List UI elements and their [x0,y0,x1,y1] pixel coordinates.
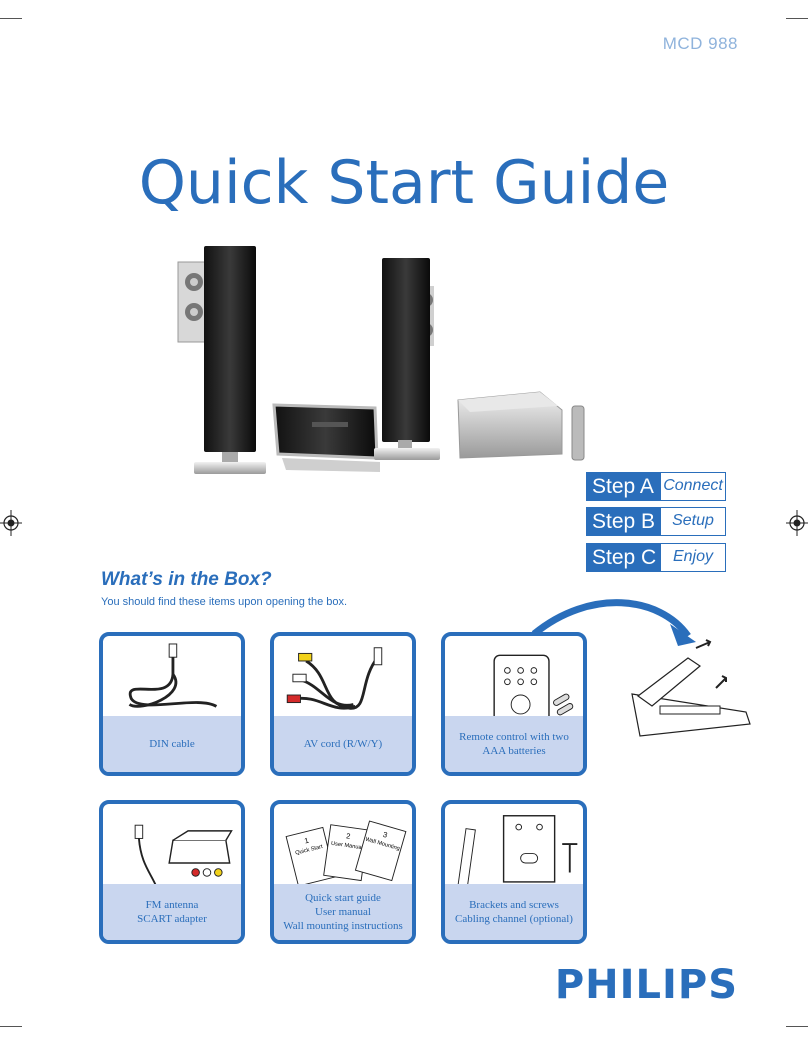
caption-line: AV cord (R/W/Y) [303,738,383,750]
caption-line: Wall mounting instructions [283,920,403,932]
step-a-label: Step A [586,472,660,501]
caption-line: AAA batteries [482,745,546,757]
product-photo [177,246,585,474]
item-card-fm-scart: FM antenna SCART adapter [99,800,245,944]
manual-title: User Manual [331,841,364,851]
manuals-icon: 1 Quick Start 2 User Manual 3 Wall Mount… [285,820,407,887]
step-b: Step B Setup [586,507,726,536]
item-caption: Brackets and screws Cabling channel (opt… [445,884,583,940]
step-c-label: Step C [586,543,660,572]
step-c-value: Enjoy [660,543,726,572]
item-card-av-cord: AV cord (R/W/Y) [270,632,416,776]
item-card-din-cable: DIN cable [99,632,245,776]
crop-mark [0,1026,22,1027]
caption-line: FM antenna [145,899,199,911]
item-caption: AV cord (R/W/Y) [274,716,412,772]
step-b-value: Setup [660,507,726,536]
manual-number: 1 [303,836,309,846]
manual-number: 2 [346,831,351,840]
av-cord-icon [286,647,383,710]
crop-mark [786,1026,808,1027]
fm-antenna-scart-icon [134,824,233,887]
box-subtitle: You should find these items upon opening… [101,596,348,608]
step-b-label: Step B [586,507,660,536]
box-heading: What’s in the Box? [101,569,272,590]
model-number: MCD 988 [662,34,738,53]
step-a-value: Connect [660,472,726,501]
item-caption: Quick start guide User manual Wall mount… [274,884,412,940]
item-caption: Remote control with two AAA batteries [445,716,583,772]
registration-mark-icon [0,510,22,536]
item-caption: DIN cable [103,716,241,772]
caption-line: Quick start guide [305,892,381,904]
remote-control-icon [493,654,574,720]
crop-mark [0,18,22,19]
caption-line: Remote control with two [459,731,569,743]
brand-logo: PHILIPS [554,962,738,1008]
crop-mark [786,18,808,19]
caption-line: Brackets and screws [469,899,559,911]
battery-insert-illustration [531,599,751,737]
caption-line: Cabling channel (optional) [455,913,573,925]
registration-mark-icon [786,510,808,536]
item-card-brackets: Brackets and screws Cabling channel (opt… [441,800,587,944]
brackets-screws-icon [457,815,578,887]
caption-line: User manual [315,906,371,918]
manual-number: 3 [382,830,389,840]
page-title: Quick Start Guide [138,148,670,218]
din-cable-icon [128,643,218,708]
caption-line: DIN cable [149,738,195,750]
step-c: Step C Enjoy [586,543,726,572]
step-a: Step A Connect [586,472,726,501]
item-card-manuals: 1 Quick Start 2 User Manual 3 Wall Mount… [270,800,416,944]
caption-line: SCART adapter [137,913,207,925]
item-card-remote: Remote control with two AAA batteries [441,632,587,776]
item-caption: FM antenna SCART adapter [103,884,241,940]
